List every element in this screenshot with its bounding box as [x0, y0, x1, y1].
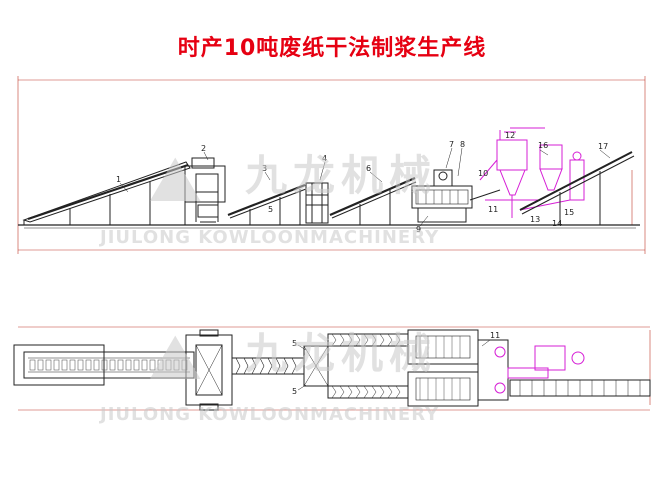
callout-5: 5 — [268, 205, 273, 214]
callout-9: 9 — [416, 225, 421, 234]
chain-link — [101, 359, 108, 371]
herringbone-conveyor — [231, 357, 305, 375]
chain-link — [157, 359, 164, 371]
callout-4: 4 — [322, 154, 327, 163]
watermark-brand-side: JIULONG KOWLOONMACHINERY — [98, 227, 439, 248]
callout-10: 10 — [478, 169, 488, 178]
chain-link — [61, 359, 68, 371]
chain-links — [29, 359, 188, 371]
callout-3: 3 — [262, 164, 267, 173]
callout-2: 2 — [201, 144, 206, 153]
side-view — [17, 76, 646, 254]
conveyor-6 — [329, 176, 417, 225]
chain-link — [29, 359, 36, 371]
chain-link — [125, 359, 132, 371]
dust-unit-top — [507, 345, 585, 379]
watermark-logo-chars-top: 九龙机械 — [245, 329, 437, 378]
cyclone-system — [479, 127, 585, 218]
callout-8: 8 — [460, 140, 465, 149]
callout-13: 13 — [530, 215, 540, 224]
callout-16: 16 — [538, 141, 548, 150]
chain-link — [53, 359, 60, 371]
top-view — [13, 326, 651, 411]
chain-link — [109, 359, 116, 371]
outfeed-conveyor-top — [509, 379, 651, 397]
top-callouts: 5 5 11 — [292, 331, 500, 396]
chain-link — [141, 359, 148, 371]
watermark-logo-side: ⛰ — [149, 145, 201, 215]
watermark-top: ⛰ 九龙机械 JIULONG KOWLOONMACHINERY — [98, 323, 439, 425]
callout-1: 1 — [116, 175, 121, 184]
chain-link — [45, 359, 52, 371]
chain-link — [173, 359, 180, 371]
chain-link — [85, 359, 92, 371]
top-callout-5b: 5 — [292, 387, 297, 396]
conveyor-17 — [519, 151, 635, 225]
watermark-side: ⛰ 九龙机械 JIULONG KOWLOONMACHINERY — [98, 145, 439, 248]
callout-15: 15 — [564, 208, 574, 217]
callout-11: 11 — [488, 205, 498, 214]
conveyor-3 — [227, 183, 307, 225]
callout-14: 14 — [552, 219, 562, 228]
chain-conveyor-top — [13, 344, 195, 386]
chain-link — [77, 359, 84, 371]
callout-17: 17 — [598, 142, 608, 151]
chain-link — [181, 359, 188, 371]
side-callouts: 1 2 3 4 5 6 7 8 9 10 11 12 13 14 15 16 1… — [116, 131, 608, 234]
chain-link — [37, 359, 44, 371]
chain-link — [149, 359, 156, 371]
chain-link — [133, 359, 140, 371]
top-callout-5a: 5 — [292, 339, 297, 348]
chain-link — [165, 359, 172, 371]
callout-6: 6 — [366, 164, 371, 173]
splitter — [303, 345, 329, 387]
separator-4 — [305, 182, 329, 224]
chain-link — [117, 359, 124, 371]
pulper-7 — [411, 169, 501, 223]
watermark-logo-top: ⛰ — [149, 323, 201, 393]
chain-link — [93, 359, 100, 371]
lower-feed-conveyor — [327, 385, 409, 399]
watermark-brand-top: JIULONG KOWLOONMACHINERY — [98, 404, 439, 425]
callout-7: 7 — [449, 140, 454, 149]
page-title: 时产10吨废纸干法制浆生产线 — [177, 36, 487, 61]
shredder-2 — [184, 157, 226, 223]
chain-link — [69, 359, 76, 371]
collector — [477, 339, 509, 401]
top-callout-11: 11 — [490, 331, 500, 340]
watermark-logo-chars-side: 九龙机械 — [245, 151, 437, 200]
callout-12: 12 — [505, 131, 515, 140]
